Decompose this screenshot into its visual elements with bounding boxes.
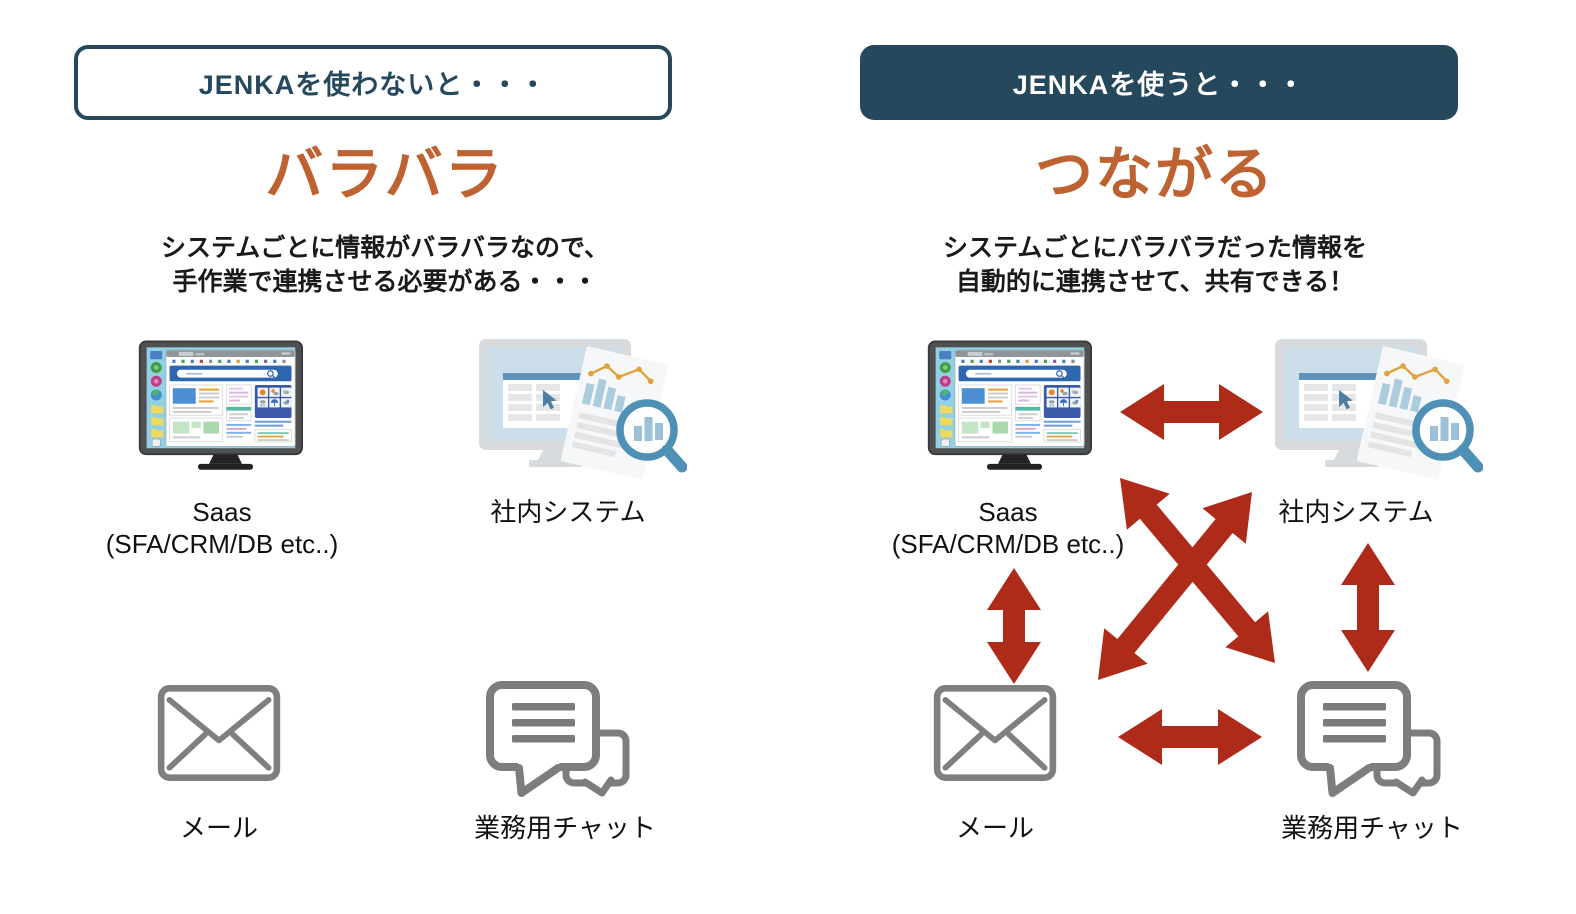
description-line-2: 自動的に連携させて、共有できる！: [955, 268, 1355, 296]
mail-label: メール: [179, 813, 258, 843]
with-jenka-headline: つながる: [1034, 142, 1275, 207]
description-line-1: システムごとにバラバラだった情報を: [942, 234, 1367, 262]
saas-label: Saas (SFA/CRM/DB etc..): [105, 497, 339, 559]
description-line-1: システムごとに情報がバラバラなので、: [160, 234, 609, 262]
business-chat-label: 業務用チャット: [474, 813, 656, 843]
with-jenka-header-label: JENKAを使うと・・・: [1012, 70, 1306, 100]
without-jenka-headline: バラバラ: [265, 142, 505, 207]
arrow-internal-mail: [1098, 492, 1252, 680]
mail-label: メール: [955, 813, 1034, 843]
description-line-2: 手作業で連携させる必要がある・・・: [172, 268, 598, 296]
arrow-saas-internal: [1120, 384, 1263, 440]
saas-label: Saas (SFA/CRM/DB etc..): [891, 497, 1125, 559]
business-chat-label: 業務用チャット: [1281, 813, 1463, 843]
without-jenka-description: システムごとに情報がバラバラなので、 手作業で連携させる必要がある・・・: [75, 231, 695, 299]
arrow-mail-chat: [1118, 709, 1262, 765]
without-jenka-header-badge: JENKAを使わないと・・・: [74, 45, 672, 120]
with-jenka-header-badge: JENKAを使うと・・・: [860, 45, 1458, 120]
without-jenka-header-label: JENKAを使わないと・・・: [198, 70, 548, 100]
arrow-internal-chat: [1341, 543, 1395, 672]
internal-system-label: 社内システム: [1278, 497, 1434, 527]
arrow-saas-mail: [987, 568, 1041, 684]
internal-system-label: 社内システム: [490, 497, 646, 527]
with-jenka-description: システムごとにバラバラだった情報を 自動的に連携させて、共有できる！: [845, 231, 1465, 299]
